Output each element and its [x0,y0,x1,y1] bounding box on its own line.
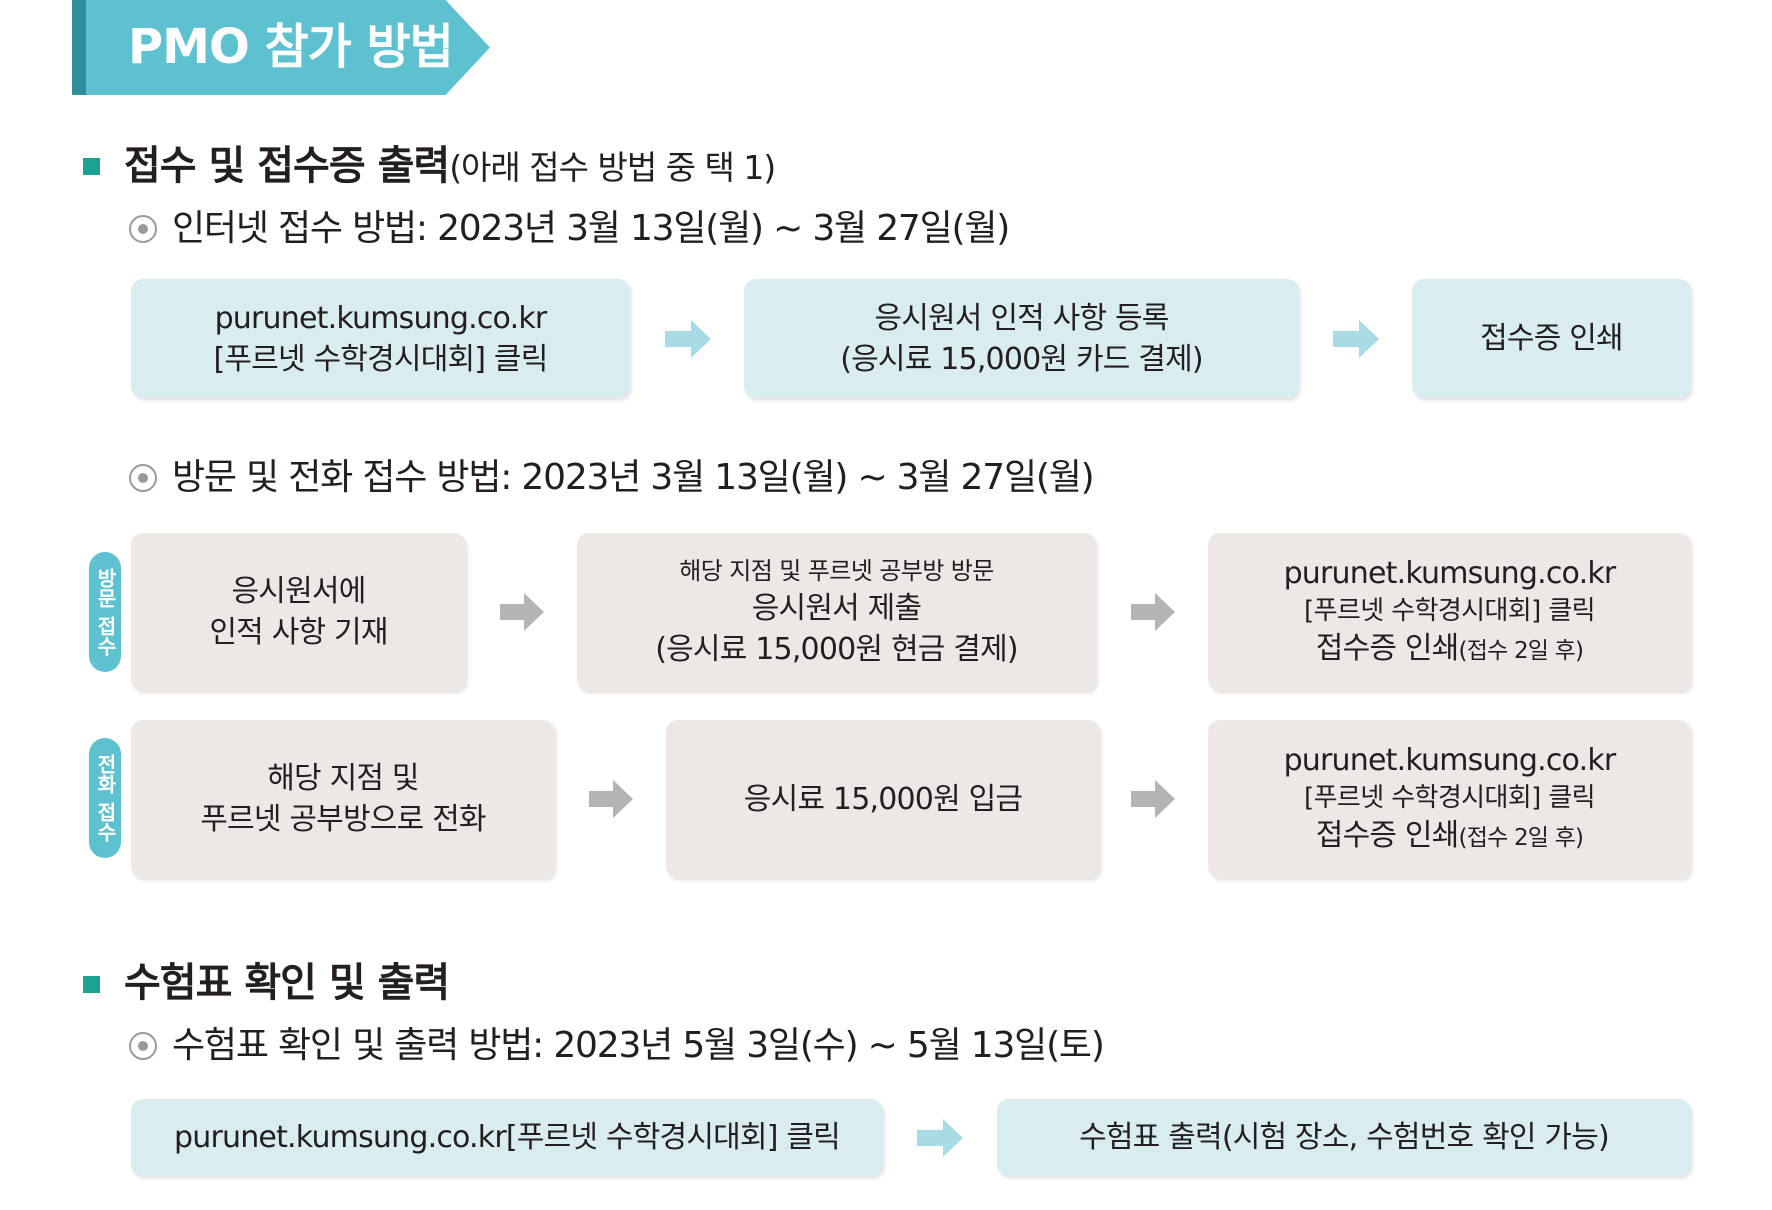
step-text: 접수증 인쇄 [1315,630,1460,666]
offline-method-label: 방문 및 전화 접수 방법: 2023년 3월 13일(월) ~ 3월 27일(… [172,457,1095,498]
ticket-method-label: 수험표 확인 및 출력 방법: 2023년 5월 3일(수) ~ 5월 13일(… [172,1025,1105,1066]
step-text: 접수증 인쇄 [1315,817,1460,853]
section-bullet-icon [83,158,100,175]
tag-text: 접수 [93,802,118,842]
section-heading-registration: 접수 및 접수증 출력(아래 접수 방법 중 택 1) [124,139,776,195]
step-text: purunet.kumsung.co.kr[푸르넷 수학경시대회] 클릭 [174,1120,841,1155]
step-text: purunet.kumsung.co.kr [1283,742,1617,778]
visit-step-2: 해당 지점 및 푸르넷 공부방 방문 응시원서 제출 (응시료 15,000원 … [577,533,1096,691]
step-note: (접수 2일 후) [1458,637,1584,664]
step-text: 응시료 15,000원 입금 [743,781,1023,817]
step-text: 수험표 출력(시험 장소, 수험번호 확인 가능) [1079,1120,1610,1155]
section-title: 접수 및 접수증 출력 [124,143,450,189]
visit-registration-tag: 방문 접수 [89,552,121,672]
visit-step-3: purunet.kumsung.co.kr [푸르넷 수학경시대회] 클릭 접수… [1208,533,1691,691]
step-text: [푸르넷 수학경시대회] 클릭 [1304,595,1596,626]
step-text: purunet.kumsung.co.kr [1283,555,1617,591]
step-text: 응시원서에 [231,574,367,609]
step-text: 접수증 인쇄 [1480,321,1624,356]
step-text: (응시료 15,000원 카드 결제) [840,341,1203,377]
title-banner [86,0,490,95]
step-text: [푸르넷 수학경시대회] 클릭 [213,341,548,377]
step-note: (접수 2일 후) [1458,824,1584,851]
internet-step-3: 접수증 인쇄 [1412,279,1691,398]
banner-title: PMO 참가 방법 [128,19,454,75]
radio-bullet-icon [129,464,157,492]
phone-step-1: 해당 지점 및 푸르넷 공부방으로 전화 [131,720,555,878]
internet-step-1: purunet.kumsung.co.kr [푸르넷 수학경시대회] 클릭 [131,279,630,398]
section-bullet-icon [83,976,100,993]
step-text: 인적 사항 기재 [209,615,388,650]
phone-step-3: purunet.kumsung.co.kr [푸르넷 수학경시대회] 클릭 접수… [1208,720,1691,878]
step-text: (응시료 15,000원 현금 결제) [655,632,1018,667]
step-text: purunet.kumsung.co.kr [214,300,548,336]
tag-text: 전화 [93,754,118,794]
step-text: 응시원서 제출 [751,591,922,626]
step-text: [푸르넷 수학경시대회] 클릭 [1304,782,1596,813]
ticket-step-1: purunet.kumsung.co.kr[푸르넷 수학경시대회] 클릭 [131,1099,883,1176]
arrow-right-icon [500,593,544,631]
step-text: 푸르넷 공부방으로 전화 [200,802,486,837]
radio-bullet-icon [129,1032,157,1060]
section-note: (아래 접수 방법 중 택 1) [449,148,776,187]
arrow-right-icon [1333,320,1379,358]
ticket-step-2: 수험표 출력(시험 장소, 수험번호 확인 가능) [997,1099,1691,1176]
section-title: 수험표 확인 및 출력 [124,960,450,1006]
arrow-right-icon [665,320,711,358]
banner-accent [72,0,86,95]
internet-method-label: 인터넷 접수 방법: 2023년 3월 13일(월) ~ 3월 27일(월) [172,208,1010,249]
arrow-right-icon [1131,593,1175,631]
internet-step-2: 응시원서 인적 사항 등록 (응시료 15,000원 카드 결제) [744,279,1299,398]
arrow-right-icon [589,780,633,818]
tag-text: 접수 [93,616,118,656]
step-text: 해당 지점 및 [267,761,419,796]
step-text: 응시원서 인적 사항 등록 [874,300,1169,336]
step-subtext: 해당 지점 및 푸르넷 공부방 방문 [679,557,994,585]
arrow-right-icon [917,1119,963,1157]
tag-text: 방문 [93,568,118,608]
visit-step-1: 응시원서에 인적 사항 기재 [131,533,466,691]
phone-step-2: 응시료 15,000원 입금 [666,720,1100,878]
arrow-right-icon [1131,780,1175,818]
radio-bullet-icon [129,215,157,243]
phone-registration-tag: 전화 접수 [89,738,121,858]
